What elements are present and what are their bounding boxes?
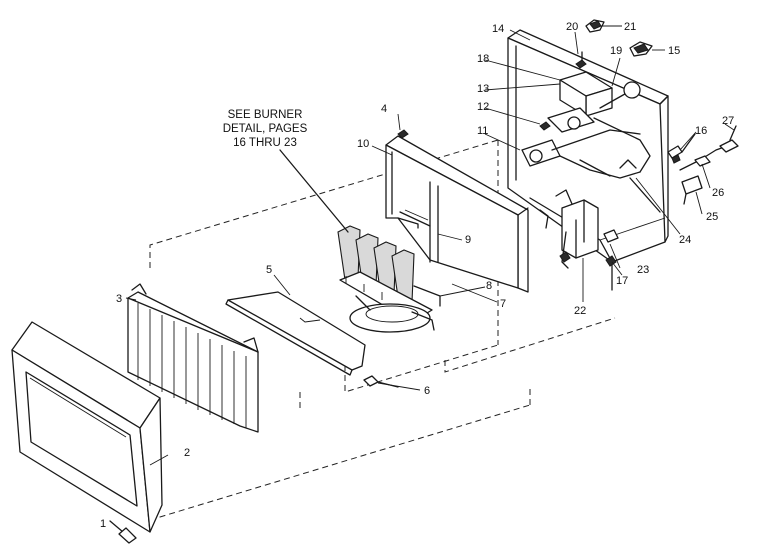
callout-5: 5 (266, 264, 272, 276)
callout-22: 22 (574, 305, 586, 317)
callout-20: 20 (566, 21, 578, 33)
internal-controls (521, 51, 651, 179)
callout-10: 10 (357, 138, 369, 150)
callout-19: 19 (610, 45, 622, 57)
callout-25: 25 (706, 211, 718, 223)
callout-4: 4 (381, 103, 387, 115)
burner-note-line-1: SEE BURNER (228, 109, 303, 121)
part-2-front-panel (11, 321, 163, 533)
part-9-burner-assembly (337, 225, 441, 333)
part-3-radiant-grille (127, 283, 259, 433)
burner-note-line-2: DETAIL, PAGES (223, 123, 308, 135)
burner-note-leader (279, 149, 349, 233)
callout-3: 3 (116, 293, 122, 305)
part-10-burner-housing (385, 129, 529, 293)
callout-27: 27 (722, 115, 734, 127)
part-1-screw (109, 520, 137, 544)
callout-21: 21 (624, 21, 636, 33)
callout-17: 17 (616, 275, 628, 287)
callout-18: 18 (477, 53, 489, 65)
leader-lines (125, 25, 735, 466)
part-22-valve-bracket (539, 189, 599, 269)
callout-6: 6 (424, 385, 430, 397)
callout-16: 16 (695, 125, 707, 137)
callout-2: 2 (184, 447, 190, 459)
callout-24: 24 (679, 234, 691, 246)
small-fittings (603, 125, 739, 267)
callout-13: 13 (477, 83, 489, 95)
callout-15: 15 (668, 45, 680, 57)
callout-26: 26 (712, 187, 724, 199)
callout-23: 23 (637, 264, 649, 276)
part-5-baffle-plate (225, 291, 366, 376)
callout-8: 8 (486, 280, 492, 292)
callout-11: 11 (477, 125, 488, 137)
callout-12: 12 (477, 101, 489, 113)
callout-14: 14 (492, 23, 504, 35)
callout-7: 7 (500, 298, 506, 310)
callout-9: 9 (465, 234, 471, 246)
callout-1: 1 (100, 518, 106, 530)
burner-note-line-3: 16 THRU 23 (233, 137, 297, 149)
